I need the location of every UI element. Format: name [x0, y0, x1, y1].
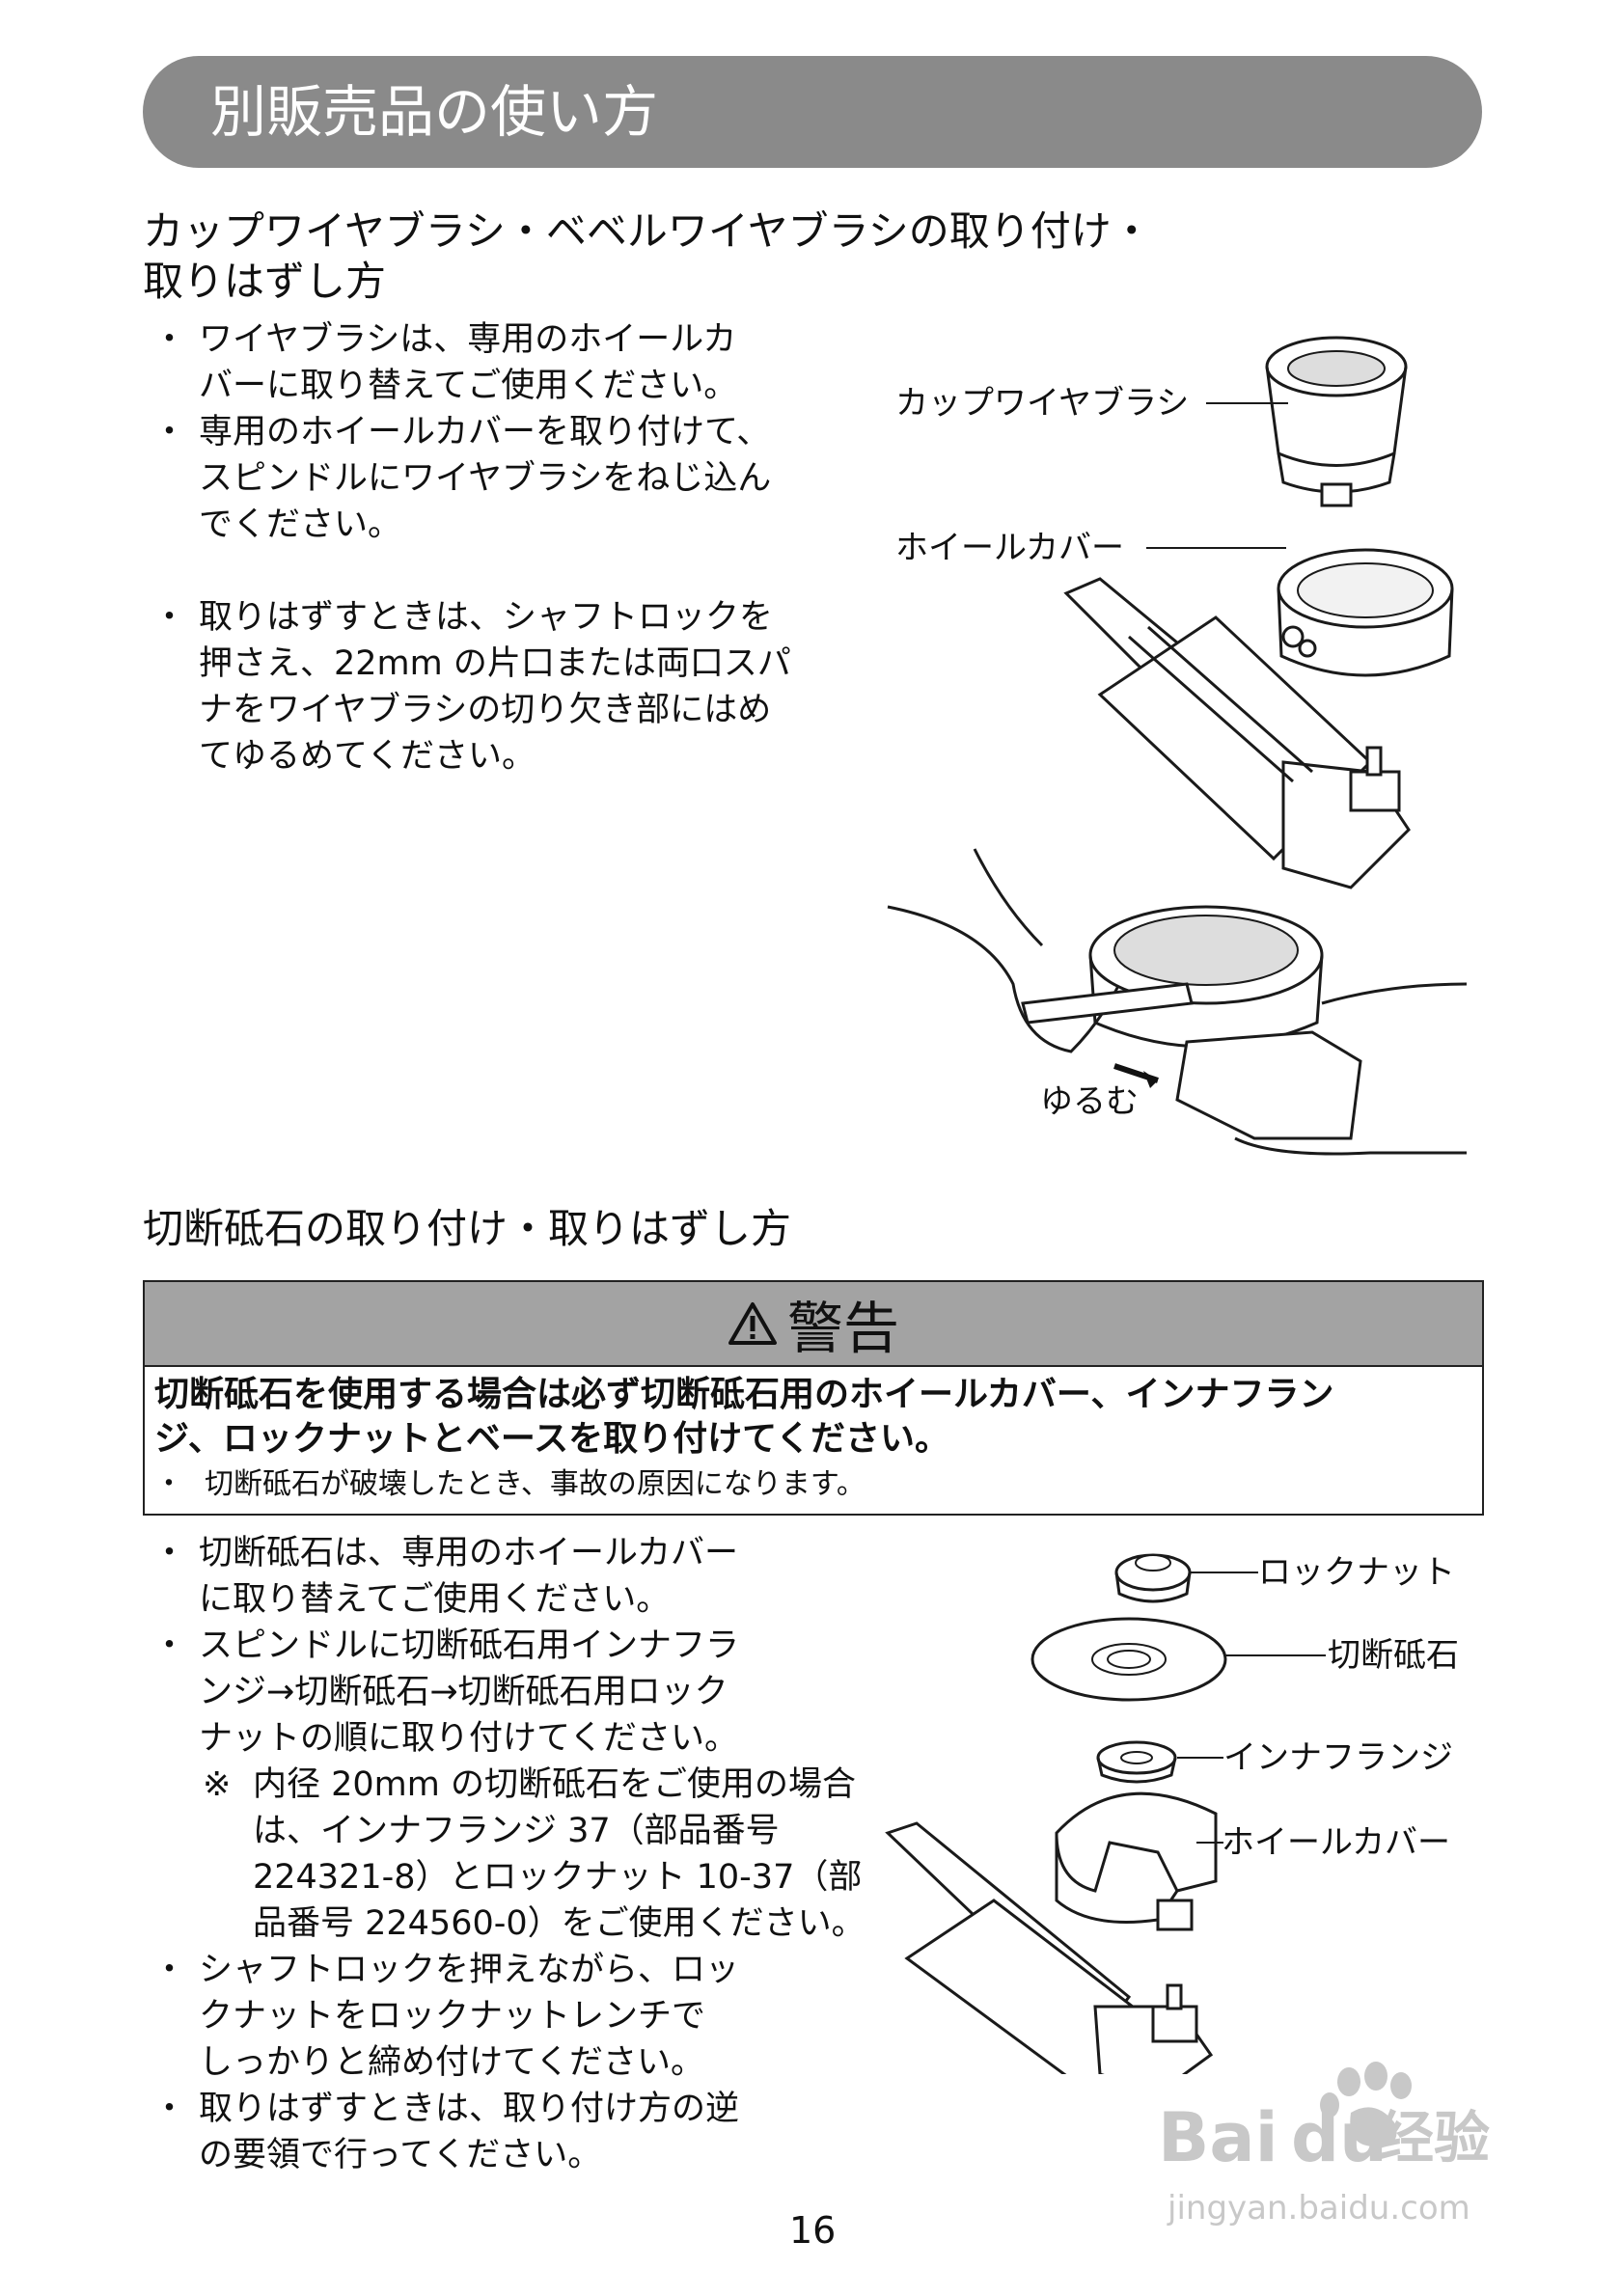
- label-wheel-cover-1: ホイールカバー: [895, 529, 1124, 567]
- warning-note: ・切断砥石が破壊したとき、事故の原因になります。: [154, 1467, 865, 1501]
- label-wheel-cover-2: ホイールカバー: [1222, 1823, 1450, 1862]
- cutting-wheel-illustration: [1030, 1617, 1227, 1702]
- section2-heading: 切断砥石の取り付け・取りはずし方: [143, 1205, 792, 1252]
- watermark-cn: 经验: [1378, 2105, 1490, 2171]
- list-item: ・ 取りはずすときは、シャフトロックを 押さえ、22mm の片口または両口スパ …: [143, 594, 791, 779]
- bullet-dot: ・: [152, 2090, 187, 2128]
- section2-bullets: ・ 切断砥石は、専用のホイールカバー に取り替えてご使用ください。 ・ スピンド…: [143, 1530, 865, 2178]
- section1-heading-line1: カップワイヤブラシ・ベベルワイヤブラシの取り付け・: [143, 207, 1152, 255]
- warning-header: 警告: [145, 1282, 1482, 1367]
- watermark-brand: Bai: [1158, 2098, 1278, 2177]
- list-item: ・ 専用のホイールカバーを取り付けて、 スピンドルにワイヤブラシをねじ込ん でく…: [143, 409, 791, 548]
- cup-wire-brush-illustration: [1265, 336, 1408, 507]
- label-lock-nut: ロックナット: [1258, 1553, 1455, 1592]
- warning-title: 警告: [786, 1296, 899, 1361]
- bullet-dot: ・: [152, 1534, 187, 1572]
- cutting-wheel-figure: [885, 1553, 1227, 2074]
- header-bar: [143, 56, 1482, 168]
- paw-icon: [1320, 2062, 1412, 2146]
- list-item: ・ ワイヤブラシは、専用のホイールカ バーに取り替えてご使用ください。: [143, 316, 791, 409]
- label-inner-flange: インナフランジ: [1223, 1738, 1453, 1777]
- list-item: ・ 取りはずすときは、取り付け方の逆 の要領で行ってください。: [143, 2086, 865, 2178]
- bullet-dot: ・: [152, 320, 187, 359]
- wheel-cover-guard-illustration: [1055, 1791, 1218, 1931]
- warning-box: 警告 切断砥石を使用する場合は必ず切断砥石用のホイールカバー、インナフラン ジ、…: [143, 1280, 1484, 1516]
- note-mark: ※: [203, 1765, 232, 1804]
- warning-text: 切断砥石を使用する場合は必ず切断砥石用のホイールカバー、インナフラン ジ、ロック…: [154, 1375, 1334, 1459]
- grinder-illustration-2: [885, 1821, 1214, 2074]
- page-title: 別販売品の使い方: [210, 79, 659, 145]
- page-number: 16: [789, 2209, 837, 2252]
- section1-heading-line2: 取りはずし方: [143, 258, 387, 305]
- label-cup-wire-brush: カップワイヤブラシ: [895, 384, 1190, 423]
- wire-brush-figure: [887, 336, 1468, 1156]
- list-item: ・ スピンドルに切断砥石用インナフラ ンジ→切断砥石→切断砥石用ロック ナットの…: [143, 1623, 865, 1762]
- bullet-dot: ・: [152, 598, 187, 637]
- lock-nut-illustration: [1114, 1553, 1192, 1603]
- label-loosen: ゆるむ: [1040, 1082, 1139, 1121]
- list-item: ・ 切断砥石は、専用のホイールカバー に取り替えてご使用ください。: [143, 1530, 865, 1623]
- list-item: ・ シャフトロックを押えながら、ロッ クナットをロックナットレンチで しっかりと…: [143, 1947, 865, 2086]
- bullet-dot: ・: [152, 413, 187, 451]
- watermark-url: jingyan.baidu.com: [1167, 2189, 1470, 2228]
- section1-heading: カップワイヤブラシ・ベベルワイヤブラシの取り付け・ 取りはずし方: [143, 206, 1152, 307]
- baidu-watermark: Bai du 经验 jingyan.baidu.com: [1158, 2062, 1490, 2228]
- bullet-dot: ・: [152, 1626, 187, 1665]
- section1-bullets: ・ ワイヤブラシは、専用のホイールカ バーに取り替えてご使用ください。 ・ 専用…: [143, 316, 791, 779]
- hands-loosening-illustration: [887, 848, 1468, 1156]
- grinder-illustration: [1063, 577, 1411, 889]
- warning-triangle-icon: [728, 1302, 777, 1345]
- label-cutting-wheel: 切断砥石: [1328, 1636, 1459, 1675]
- watermark-brand2: du: [1291, 2098, 1387, 2177]
- note-item: ※ 内径 20mm の切断砥石をご使用の場合 は、インナフランジ 37（部品番号…: [143, 1762, 865, 1947]
- inner-flange-illustration: [1096, 1740, 1177, 1784]
- bullet-dot: ・: [152, 1951, 187, 1989]
- wheel-cover-illustration: [1277, 548, 1454, 677]
